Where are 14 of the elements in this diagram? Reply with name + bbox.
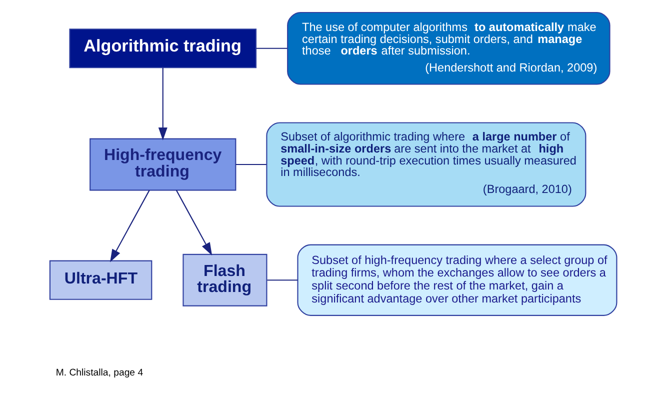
label: M. Chlistalla, page 4	[56, 368, 144, 379]
node-box: Subset of algorithmic trading where a large number of small-in-size orders are sent into the market at high speed, with round-trip execution times usually measured in milliseconds. (Brogaard, 2010)	[266, 122, 586, 207]
node-box: Subset of high-frequency trading where a select group of trading firms, whom the exchanges allow to see orders a split second before the rest of the market, gain a significant advantage over other market participants	[297, 244, 618, 316]
arrow	[110, 190, 150, 262]
node-box: Algorithmic trading	[69, 28, 257, 68]
connector	[267, 280, 298, 281]
node-box: Flash trading	[182, 254, 268, 306]
connector	[236, 164, 266, 166]
arrow	[158, 68, 168, 140]
node-box: Ultra-HFT	[49, 260, 152, 300]
node-box: High-frequency trading	[90, 138, 236, 191]
connector	[256, 48, 288, 49]
node-box: The use of computer algorithms to automatically make certain trading decisions, submit orders, and manage those orders after submission. (Hendershott and Riordan, 2009)	[287, 12, 610, 85]
arrow	[176, 190, 212, 256]
